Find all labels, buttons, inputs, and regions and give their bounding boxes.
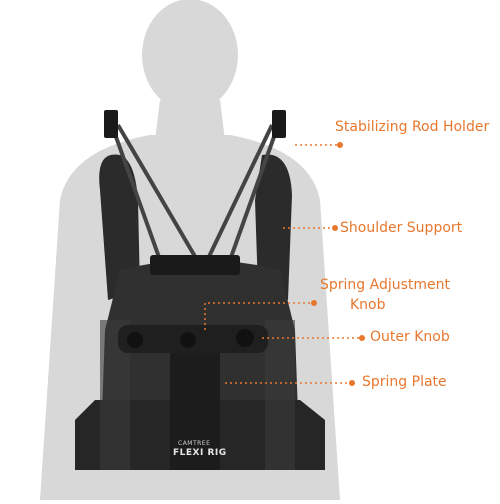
knob-strap [118,325,268,353]
spring-adjustment-knob [180,332,196,348]
label-shoulder-support: Shoulder Support [340,220,463,236]
shoulder-pads [99,154,292,300]
model-text: FLEXI RIG [173,448,227,458]
label-stabilizing-rod-holder: Stabilizing Rod Holder [335,119,490,135]
label-spring-plate: Spring Plate [362,374,447,390]
leader-lines [204,144,362,384]
outer-knob [236,329,254,347]
label-spring-adjustment-knob-line1: Spring Adjustment [320,277,451,293]
label-outer-knob: Outer Knob [370,329,450,345]
brand-text: CAMTREE [178,440,211,447]
label-spring-adjustment-knob-line2: Knob [350,297,386,313]
stabilizing-rods [108,119,282,267]
leader-dots [311,142,365,386]
rod-holders [104,110,286,275]
vest-body [75,260,325,470]
